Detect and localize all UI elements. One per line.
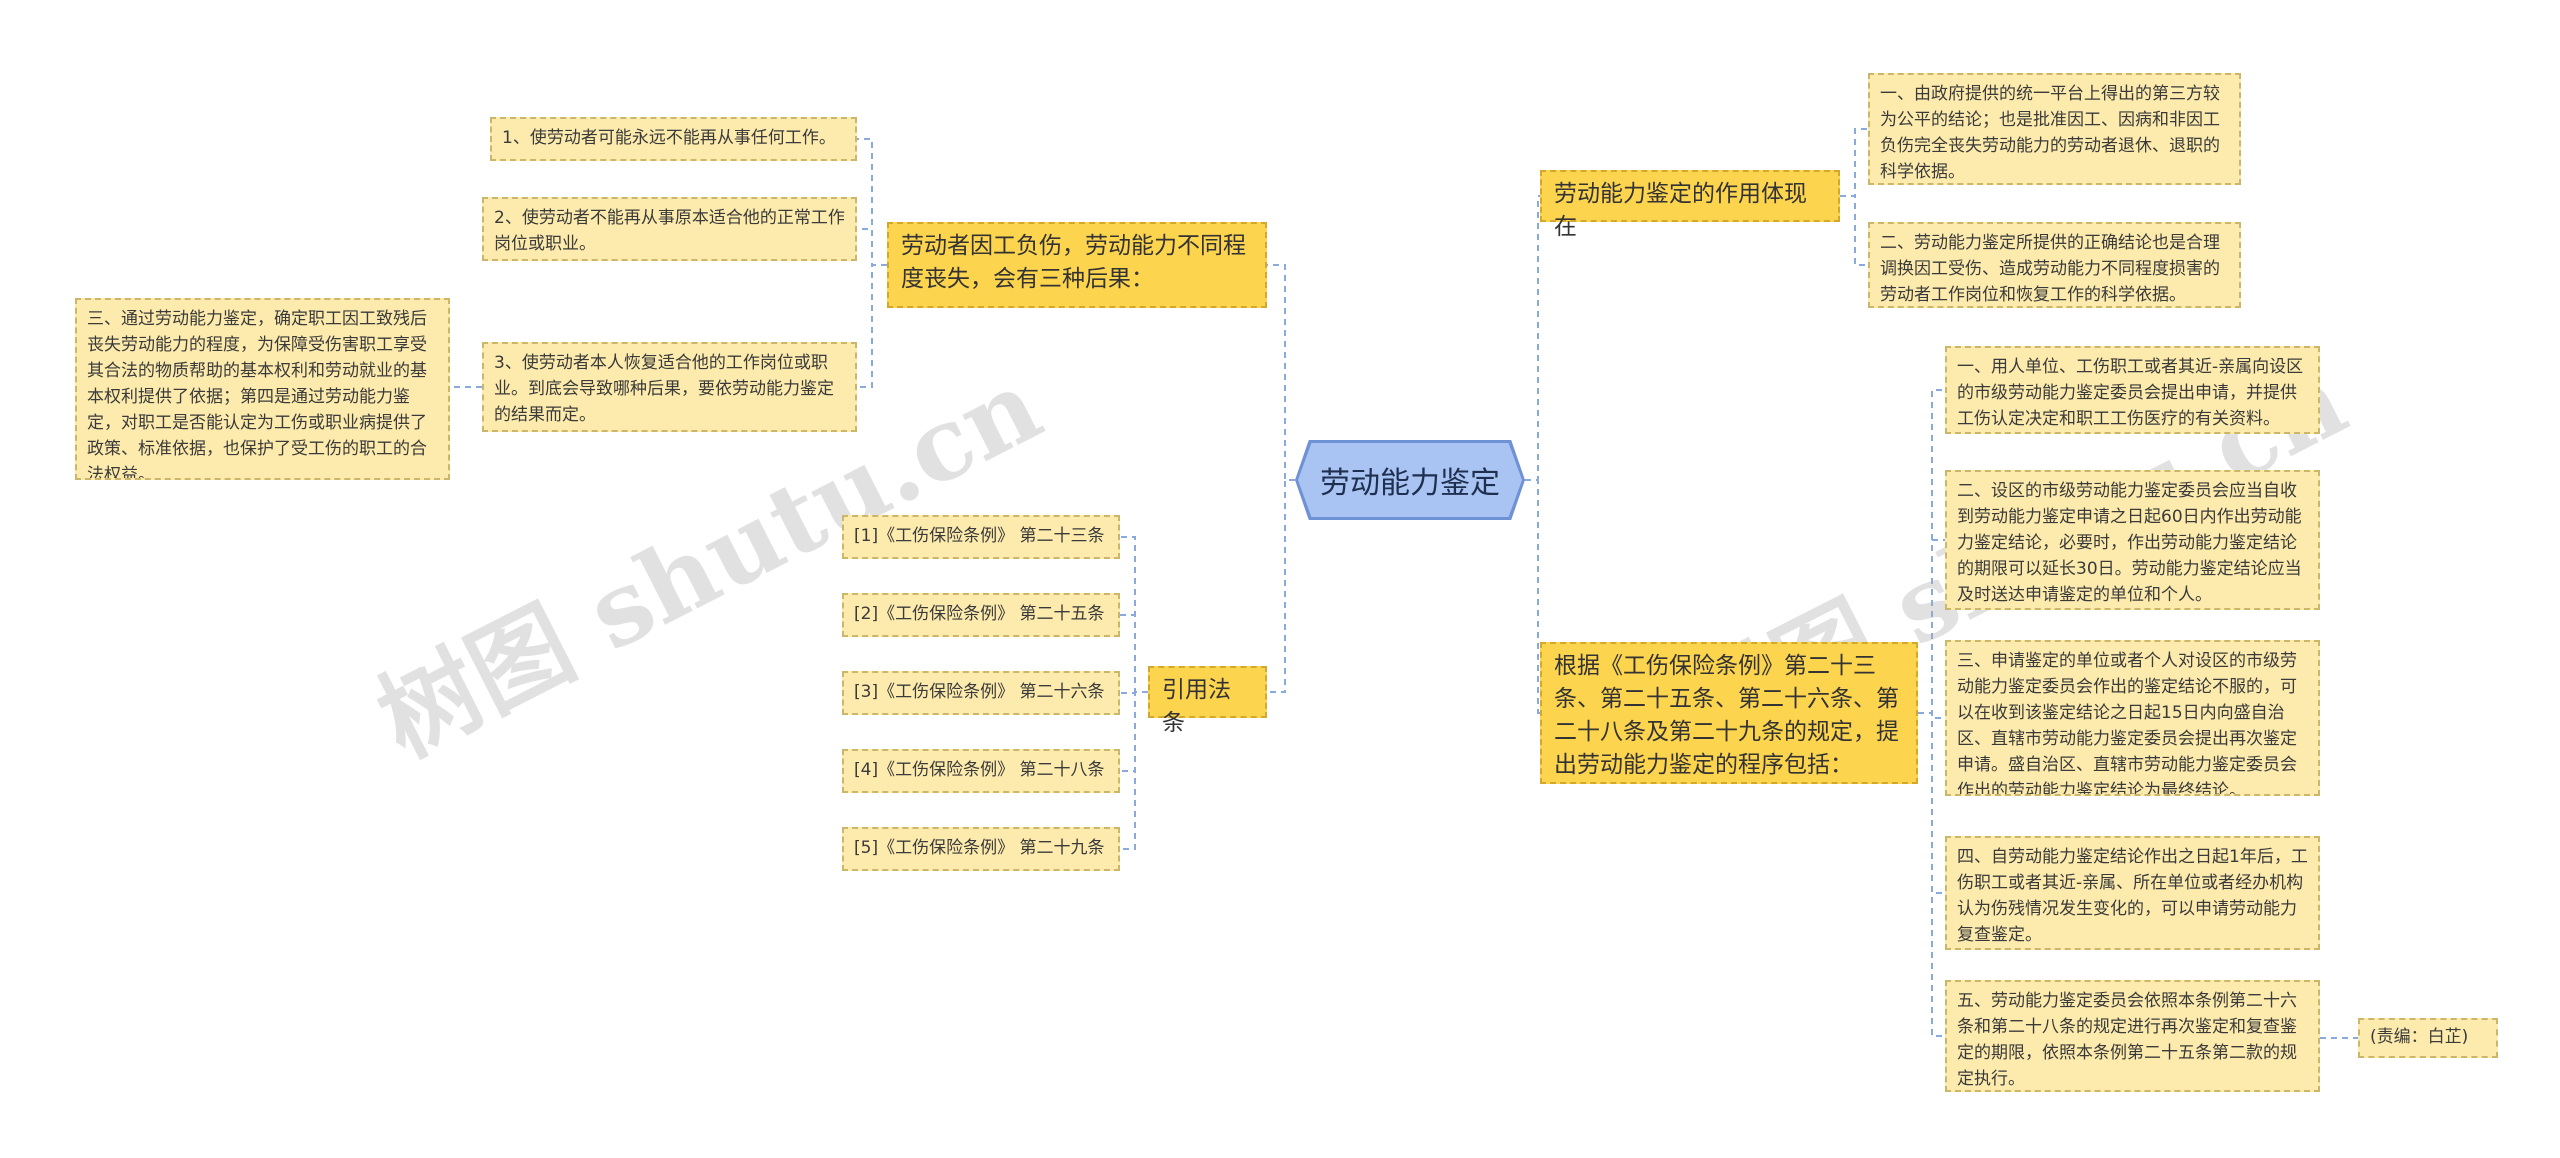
- branch-consequences[interactable]: 劳动者因工负伤，劳动能力不同程度丧失，会有三种后果：: [887, 222, 1267, 308]
- connector-consequence-2: [857, 228, 887, 266]
- law-item-1[interactable]: [1]《工伤保险条例》 第二十三条: [842, 515, 1120, 559]
- branch-function[interactable]: 劳动能力鉴定的作用体现在: [1540, 170, 1840, 240]
- connector-law-2: [1120, 614, 1148, 693]
- function-item-2[interactable]: 二、劳动能力鉴定所提供的正确结论也是合理调换因工受伤、造成劳动能力不同程度损害的…: [1868, 222, 2241, 308]
- procedure-item-3[interactable]: 三、申请鉴定的单位或者个人对设区的市级劳动能力鉴定委员会作出的鉴定结论不服的，可…: [1945, 640, 2320, 796]
- consequence-item-3[interactable]: 3、使劳动者本人恢复适合他的工作岗位或职业。到底会导致哪种后果，要依劳动能力鉴定…: [482, 342, 857, 432]
- center-label: 劳动能力鉴定: [1320, 466, 1500, 501]
- law-item-5[interactable]: [5]《工伤保险条例》 第二十九条: [842, 827, 1120, 871]
- branch-laws[interactable]: 引用法条: [1148, 666, 1267, 736]
- procedure-item-4[interactable]: 四、自劳动能力鉴定结论作出之日起1年后，工伤职工或者其近-亲属、所在单位或者经办…: [1945, 836, 2320, 950]
- connector-procedure-5: [1918, 712, 1945, 1037]
- connector-law-3: [1120, 691, 1148, 694]
- connector-consequence-1: [857, 138, 887, 266]
- procedure-item-1[interactable]: 一、用人单位、工伤职工或者其近-亲属向设区的市级劳动能力鉴定委员会提出申请，并提…: [1945, 346, 2320, 434]
- connector-center-laws: [1267, 479, 1295, 693]
- consequence-detail[interactable]: 三、通过劳动能力鉴定，确定职工因工致残后丧失劳动能力的程度，为保障受伤害职工享受…: [75, 298, 450, 480]
- connector-procedure-4: [1918, 712, 1945, 894]
- function-item-1[interactable]: 一、由政府提供的统一平台上得出的第三方较为公平的结论；也是批准因工、因病和非因工…: [1868, 73, 2241, 185]
- law-item-2[interactable]: [2]《工伤保险条例》 第二十五条: [842, 593, 1120, 637]
- connector-function-1: [1840, 128, 1868, 197]
- branch-procedure[interactable]: 根据《工伤保险条例》第二十三条、第二十五条、第二十六条、第二十八条及第二十九条的…: [1540, 642, 1918, 784]
- law-item-4[interactable]: [4]《工伤保险条例》 第二十八条: [842, 749, 1120, 793]
- editor-note: (责编：白芷): [2358, 1018, 2498, 1058]
- connector-center-consequences: [1267, 264, 1295, 481]
- connector-center-procedure: [1525, 479, 1540, 714]
- connector-law-5: [1120, 691, 1148, 850]
- law-item-3[interactable]: [3]《工伤保险条例》 第二十六条: [842, 671, 1120, 715]
- connector-procedure-3: [1918, 712, 1945, 719]
- procedure-item-5[interactable]: 五、劳动能力鉴定委员会依照本条例第二十六条和第二十八条的规定进行再次鉴定和复查鉴…: [1945, 980, 2320, 1092]
- connector-center-function: [1525, 195, 1540, 481]
- consequence-item-2[interactable]: 2、使劳动者不能再从事原本适合他的正常工作岗位或职业。: [482, 197, 857, 261]
- consequence-item-1[interactable]: 1、使劳动者可能永远不能再从事任何工作。: [490, 117, 857, 161]
- procedure-item-2[interactable]: 二、设区的市级劳动能力鉴定委员会应当自收到劳动能力鉴定申请之日起60日内作出劳动…: [1945, 470, 2320, 610]
- connector-law-1: [1120, 536, 1148, 693]
- center-node[interactable]: 劳动能力鉴定: [1298, 443, 1522, 517]
- connector-consequence-3: [857, 264, 887, 388]
- connector-function-2: [1840, 195, 1868, 266]
- connector-law-4: [1120, 691, 1148, 772]
